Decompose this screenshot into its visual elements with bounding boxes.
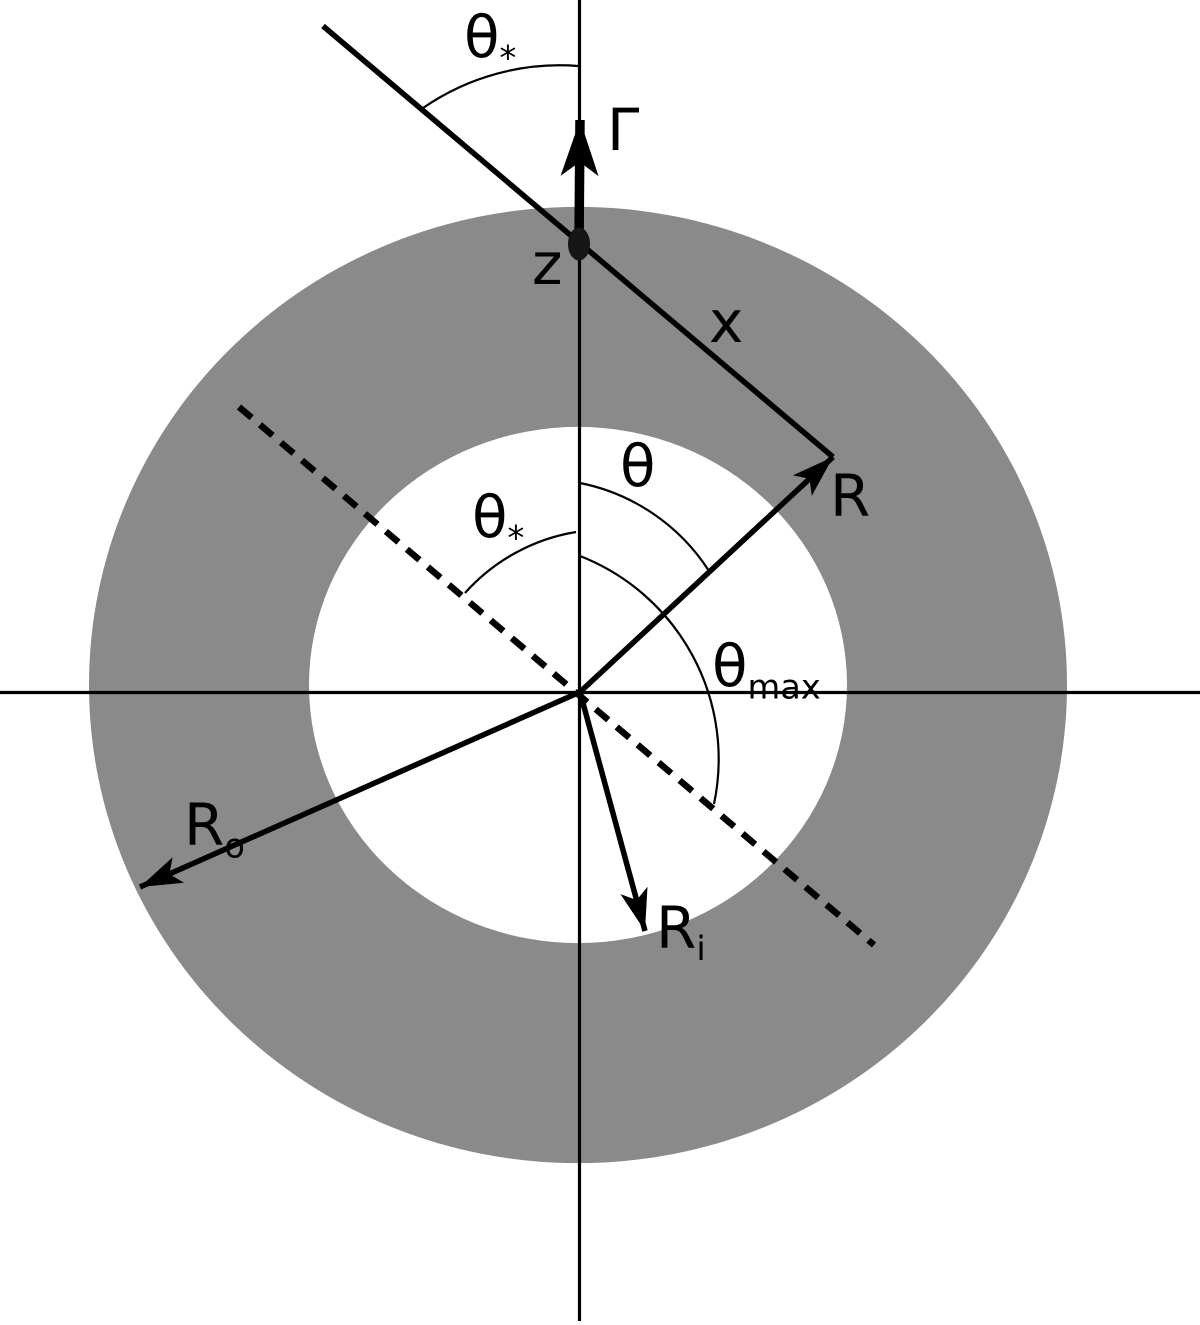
vector-R [578,454,835,695]
theta-star-arc [464,530,577,594]
theta-arc [579,481,710,572]
label-R-outer: Ro [184,791,245,866]
label-z: z [532,230,563,298]
label-theta-star-top: θ* [464,3,517,78]
vector-gamma [560,119,599,247]
label-gamma: Γ [607,96,640,164]
z-point-dot [568,227,590,261]
vector-R-outer [138,689,582,890]
theta-max-arc [579,554,720,805]
theta-star-top-arc [422,64,579,109]
label-theta-max: θmax [712,632,821,707]
label-R-inner: Ri [656,894,706,969]
label-R: R [830,462,871,530]
label-x: x [709,288,744,356]
dashed-axis-line [236,404,877,948]
label-theta: θ [620,432,656,500]
vector-R-inner [577,691,648,932]
label-theta-star: θ* [472,483,525,558]
